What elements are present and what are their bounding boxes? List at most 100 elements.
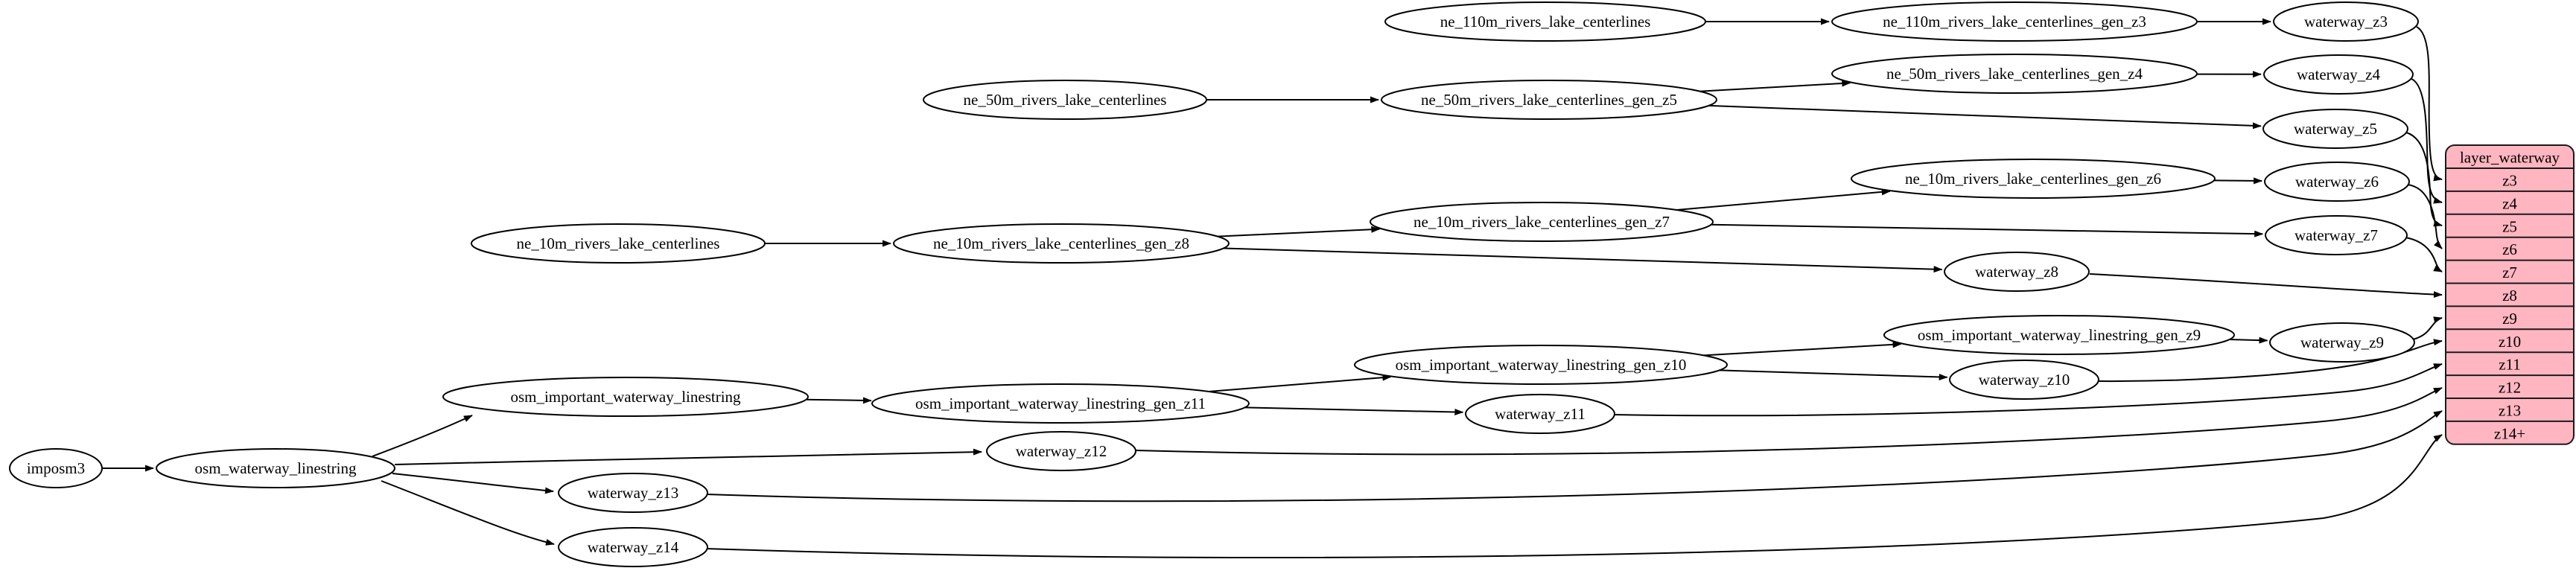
node-waterway_z10: waterway_z10 bbox=[1949, 360, 2099, 400]
node-ellipse-ne_50m_rivers_lake_centerlines_gen_z4 bbox=[1831, 54, 2198, 94]
layer-table-title: layer_waterway bbox=[2460, 149, 2560, 167]
node-waterway_z9: waterway_z9 bbox=[2269, 322, 2415, 363]
edge-waterway_z7-to-row-z7 bbox=[2405, 237, 2443, 272]
node-label-waterway_z4: waterway_z4 bbox=[2297, 66, 2380, 83]
edge-waterway_z12-to-row-z12 bbox=[1134, 387, 2443, 456]
layer-table-row-z8: z8 bbox=[2502, 287, 2517, 304]
node-ne_50m_rivers_lake_centerlines_gen_z4: ne_50m_rivers_lake_centerlines_gen_z4 bbox=[1831, 54, 2198, 94]
node-ellipse-waterway_z14 bbox=[558, 527, 708, 567]
edge-ne_10m_rivers_lake_centerlines_gen_z7-to-waterway_z7 bbox=[1711, 223, 2264, 237]
node-label-waterway_z7: waterway_z7 bbox=[2294, 226, 2378, 244]
layer-table-row-z12: z12 bbox=[2499, 379, 2521, 397]
node-label-ne_50m_rivers_lake_centerlines_gen_z5: ne_50m_rivers_lake_centerlines_gen_z5 bbox=[1421, 91, 1677, 109]
node-osm_important_waterway_linestring_gen_z11: osm_important_waterway_linestring_gen_z1… bbox=[871, 383, 1250, 424]
edge-osm_important_waterway_linestring-to-osm_important_waterway_linestring_gen_z11 bbox=[806, 397, 872, 404]
layer-table-row-z4: z4 bbox=[2502, 194, 2517, 212]
node-label-ne_50m_rivers_lake_centerlines: ne_50m_rivers_lake_centerlines bbox=[964, 91, 1167, 109]
node-ellipse-ne_10m_rivers_lake_centerlines_gen_z6 bbox=[1851, 159, 2216, 199]
edge-osm_important_waterway_linestring_gen_z11-to-osm_important_waterway_linestring_gen_z10 bbox=[1209, 374, 1392, 392]
node-label-ne_110m_rivers_lake_centerlines: ne_110m_rivers_lake_centerlines bbox=[1440, 13, 1651, 31]
node-label-waterway_z3: waterway_z3 bbox=[2304, 13, 2388, 31]
node-waterway_z3: waterway_z3 bbox=[2273, 1, 2419, 42]
nodes: imposm3 osm_waterway_linestring ne_110m_ri… bbox=[9, 1, 2419, 567]
node-ellipse-osm_important_waterway_linestring_gen_z10 bbox=[1354, 345, 1728, 385]
node-label-ne_10m_rivers_lake_centerlines_gen_z8: ne_10m_rivers_lake_centerlines_gen_z8 bbox=[933, 234, 1189, 252]
edge-waterway_z3-to-row-z3 bbox=[2416, 26, 2443, 182]
node-ellipse-imposm3 bbox=[9, 448, 103, 488]
node-waterway_z5: waterway_z5 bbox=[2262, 109, 2408, 149]
node-label-imposm3: imposm3 bbox=[27, 459, 85, 477]
node-osm_important_waterway_linestring_gen_z9: osm_important_waterway_linestring_gen_z9 bbox=[1883, 315, 2235, 355]
layer-table-row-z6: z6 bbox=[2502, 240, 2517, 258]
layer-table-row-z11: z11 bbox=[2499, 356, 2521, 374]
node-label-ne_50m_rivers_lake_centerlines_gen_z4: ne_50m_rivers_lake_centerlines_gen_z4 bbox=[1886, 65, 2143, 83]
node-ne_10m_rivers_lake_centerlines_gen_z6: ne_10m_rivers_lake_centerlines_gen_z6 bbox=[1851, 159, 2216, 199]
edge-ne_50m_rivers_lake_centerlines_gen_z5-to-ne_50m_rivers_lake_centerlines_gen_z4 bbox=[1699, 80, 1851, 92]
node-label-ne_10m_rivers_lake_centerlines: ne_10m_rivers_lake_centerlines bbox=[517, 234, 720, 252]
layer-table-row-z14+: z14+ bbox=[2494, 424, 2525, 442]
edge-waterway_z13-to-row-z13 bbox=[705, 410, 2443, 502]
node-ellipse-waterway_z4 bbox=[2263, 54, 2414, 95]
node-ne_50m_rivers_lake_centerlines_gen_z5: ne_50m_rivers_lake_centerlines_gen_z5 bbox=[1381, 80, 1717, 120]
node-ellipse-ne_10m_rivers_lake_centerlines_gen_z8 bbox=[893, 223, 1230, 264]
node-ellipse-waterway_z3 bbox=[2273, 1, 2419, 42]
edge-waterway_z9-to-row-z9 bbox=[2412, 316, 2443, 340]
node-ellipse-waterway_z9 bbox=[2269, 322, 2415, 363]
node-ellipse-waterway_z10 bbox=[1949, 360, 2099, 400]
edge-osm_important_waterway_linestring_gen_z10-to-waterway_z10 bbox=[1719, 369, 1948, 380]
node-label-osm_waterway_linestring: osm_waterway_linestring bbox=[195, 459, 357, 477]
edge-ne_10m_rivers_lake_centerlines_gen_z8-to-waterway_z8 bbox=[1223, 247, 1943, 273]
layer-table-row-z3: z3 bbox=[2502, 171, 2517, 189]
node-waterway_z7: waterway_z7 bbox=[2265, 215, 2408, 255]
edge-waterway_z6-to-row-z6 bbox=[2407, 184, 2443, 249]
layer-table-row-z10: z10 bbox=[2499, 333, 2521, 351]
edge-waterway_z11-to-row-z11 bbox=[1613, 363, 2443, 417]
node-ellipse-osm_waterway_linestring bbox=[156, 448, 395, 488]
node-label-ne_10m_rivers_lake_centerlines_gen_z7: ne_10m_rivers_lake_centerlines_gen_z7 bbox=[1413, 213, 1670, 231]
edge-ne_50m_rivers_lake_centerlines_gen_z5-to-waterway_z5 bbox=[1708, 104, 2262, 130]
edge-osm_waterway_linestring-to-waterway_z13 bbox=[392, 473, 554, 494]
node-ellipse-osm_important_waterway_linestring_gen_z9 bbox=[1883, 315, 2235, 355]
edge-osm_important_waterway_linestring_gen_z10-to-osm_important_waterway_linestring_gen_z9 bbox=[1703, 341, 1902, 357]
node-ellipse-ne_10m_rivers_lake_centerlines_gen_z7 bbox=[1370, 202, 1714, 242]
node-ellipse-waterway_z11 bbox=[1465, 394, 1615, 434]
edge-osm_waterway_linestring-to-osm_important_waterway_linestring bbox=[372, 415, 473, 457]
node-ne_10m_rivers_lake_centerlines_gen_z7: ne_10m_rivers_lake_centerlines_gen_z7 bbox=[1370, 202, 1714, 242]
node-osm_important_waterway_linestring: osm_important_waterway_linestring bbox=[442, 377, 809, 417]
node-label-osm_important_waterway_linestring_gen_z11: osm_important_waterway_linestring_gen_z1… bbox=[915, 395, 1206, 412]
node-ellipse-waterway_z6 bbox=[2264, 162, 2410, 202]
layer-table: layer_waterwayz3z4z5z6z7z8z9z10z11z12z13… bbox=[2445, 144, 2575, 445]
node-ellipse-waterway_z5 bbox=[2262, 109, 2408, 149]
layer-table-row-z13: z13 bbox=[2499, 401, 2521, 419]
node-ne_110m_rivers_lake_centerlines_gen_z3: ne_110m_rivers_lake_centerlines_gen_z3 bbox=[1831, 1, 2198, 42]
edge-osm_waterway_linestring-to-waterway_z12 bbox=[394, 448, 982, 465]
node-label-osm_important_waterway_linestring_gen_z10: osm_important_waterway_linestring_gen_z1… bbox=[1396, 356, 1687, 374]
edge-waterway_z4-to-row-z4 bbox=[2411, 78, 2443, 204]
node-ellipse-waterway_z13 bbox=[558, 473, 708, 513]
node-ne_10m_rivers_lake_centerlines_gen_z8: ne_10m_rivers_lake_centerlines_gen_z8 bbox=[893, 223, 1230, 264]
node-osm_important_waterway_linestring_gen_z10: osm_important_waterway_linestring_gen_z1… bbox=[1354, 345, 1728, 385]
node-label-osm_important_waterway_linestring_gen_z9: osm_important_waterway_linestring_gen_z9 bbox=[1918, 326, 2201, 344]
node-ellipse-ne_50m_rivers_lake_centerlines_gen_z5 bbox=[1381, 80, 1717, 120]
node-ellipse-osm_important_waterway_linestring bbox=[442, 377, 809, 417]
node-waterway_z12: waterway_z12 bbox=[986, 431, 1136, 471]
node-label-waterway_z5: waterway_z5 bbox=[2294, 120, 2377, 138]
layer-table-row-z9: z9 bbox=[2502, 310, 2517, 328]
node-osm_waterway_linestring: osm_waterway_linestring bbox=[156, 448, 395, 488]
node-ellipse-ne_110m_rivers_lake_centerlines_gen_z3 bbox=[1831, 1, 2198, 42]
node-label-waterway_z13: waterway_z13 bbox=[588, 484, 678, 502]
edge-waterway_z5-to-row-z5 bbox=[2405, 132, 2443, 227]
node-ellipse-waterway_z12 bbox=[986, 431, 1136, 471]
edge-osm_important_waterway_linestring_gen_z11-to-waterway_z11 bbox=[1244, 406, 1464, 415]
node-ellipse-osm_important_waterway_linestring_gen_z11 bbox=[871, 383, 1250, 424]
node-ellipse-waterway_z7 bbox=[2265, 215, 2408, 255]
node-label-osm_important_waterway_linestring: osm_important_waterway_linestring bbox=[510, 388, 741, 406]
edge-waterway_z14-to-row-z14+ bbox=[705, 434, 2443, 558]
node-label-waterway_z9: waterway_z9 bbox=[2300, 334, 2384, 351]
edge-ne_10m_rivers_lake_centerlines_gen_z6-to-waterway_z6 bbox=[2213, 177, 2263, 185]
node-waterway_z11: waterway_z11 bbox=[1465, 394, 1615, 434]
node-ne_110m_rivers_lake_centerlines: ne_110m_rivers_lake_centerlines bbox=[1384, 1, 1706, 42]
node-label-ne_10m_rivers_lake_centerlines_gen_z6: ne_10m_rivers_lake_centerlines_gen_z6 bbox=[1905, 170, 2161, 188]
